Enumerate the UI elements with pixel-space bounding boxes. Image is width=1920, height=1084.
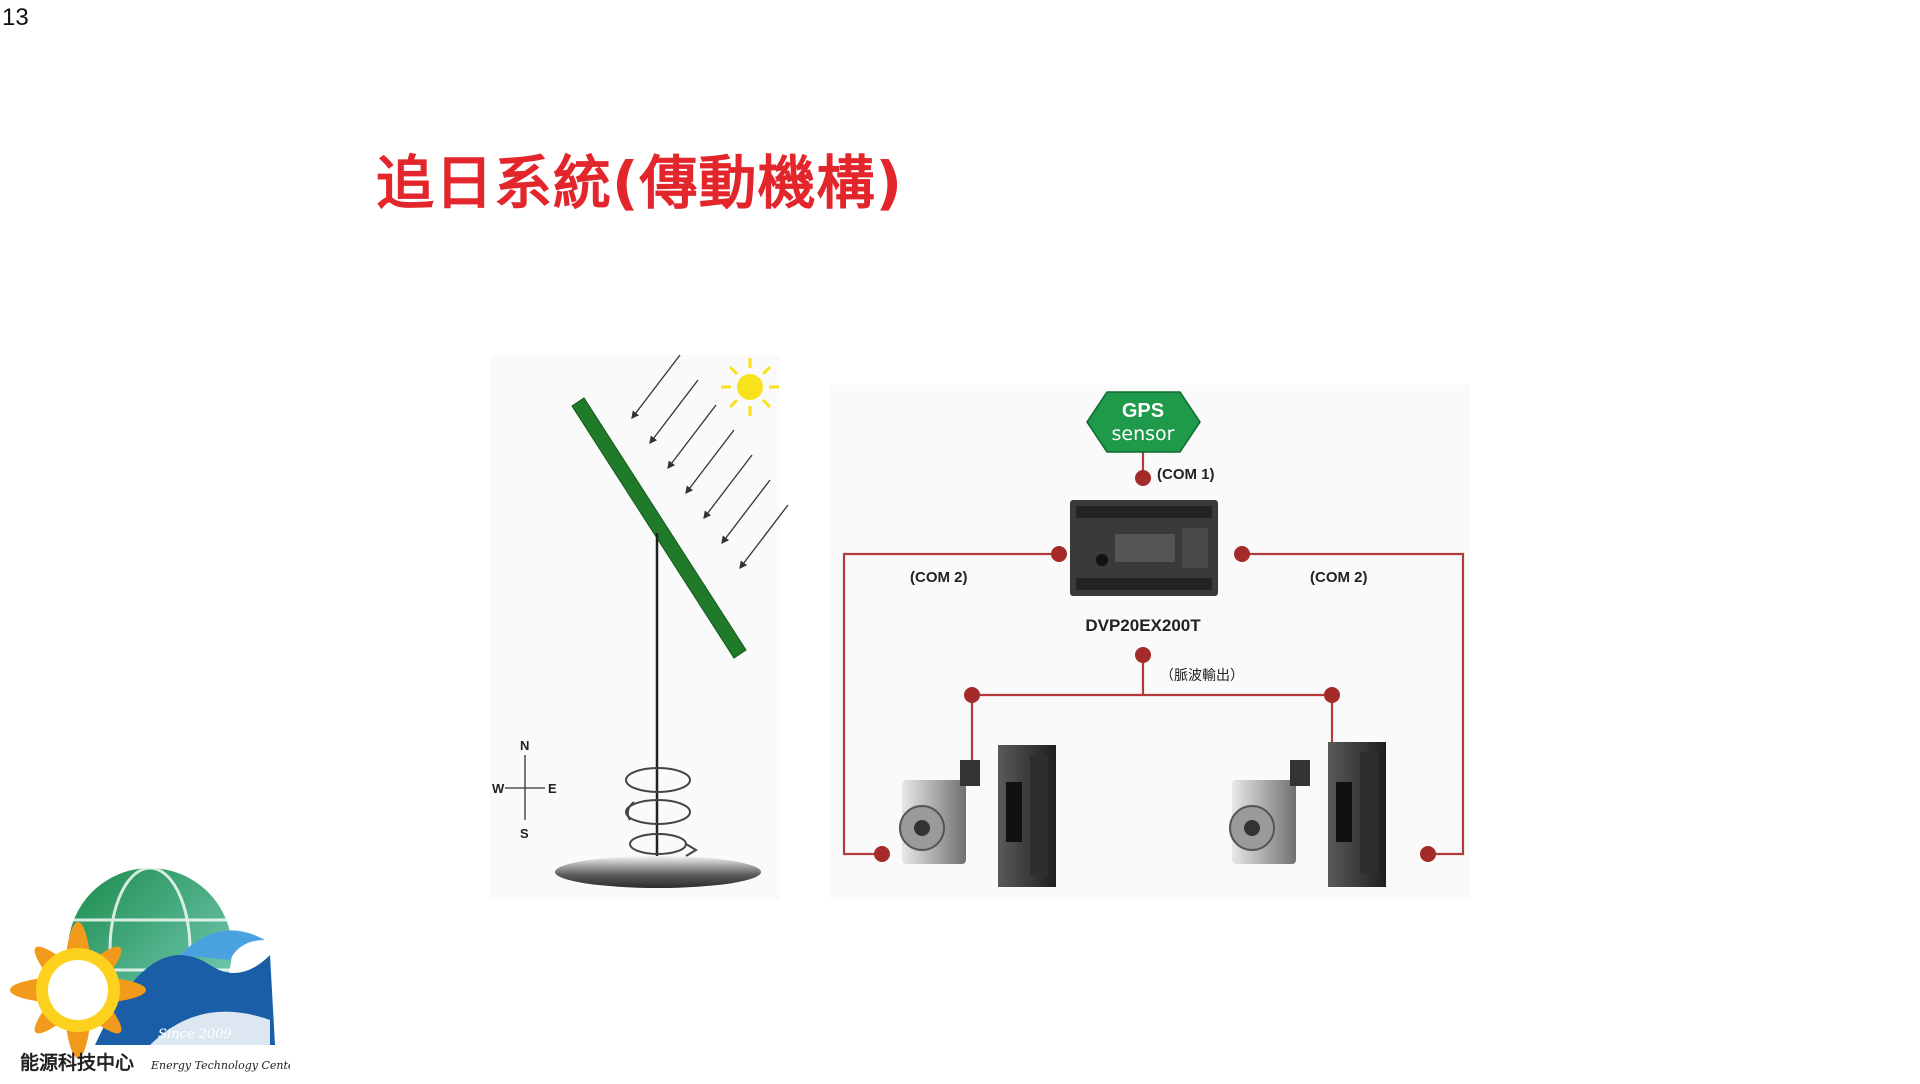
sunflower-icon	[10, 922, 146, 1058]
rotation-arrow-icon	[625, 767, 698, 857]
controller-model: DVP20EX200T	[1085, 616, 1201, 635]
gps-label: GPS	[1122, 400, 1164, 422]
com2-left-label: (COM 2)	[910, 569, 968, 586]
servo-drive-left	[998, 745, 1056, 887]
compass-w: W	[492, 781, 505, 796]
compass-e: E	[548, 781, 557, 796]
servo-motor-right	[1229, 760, 1310, 864]
logo-name-zh: 能源科技中心	[20, 1051, 134, 1074]
compass-s: S	[520, 826, 529, 841]
compass-n: N	[520, 738, 529, 753]
gps-sensor: GPS sensor	[1086, 391, 1201, 453]
sun-icon	[721, 358, 779, 416]
sun-tracker-diagram: N S E W GPS sensor DVP20E	[490, 350, 1470, 900]
slide-number: 13	[2, 4, 29, 31]
com2-right-label: (COM 2)	[1310, 569, 1368, 586]
plc-controller	[1070, 500, 1218, 596]
logo-since: Since 2009	[158, 1027, 232, 1042]
rotating-base	[555, 856, 761, 888]
logo-name-en: Energy Technology Center	[150, 1059, 290, 1072]
wave-icon	[95, 930, 275, 1045]
com1-label: (COM 1)	[1157, 466, 1215, 483]
sun-ray-arrows	[631, 354, 789, 570]
slide-title: 追日系統(傳動機構)	[376, 149, 904, 217]
compass-icon: N S E W	[492, 738, 557, 841]
connection-nodes	[874, 470, 1436, 862]
solar-panel	[571, 397, 747, 659]
wires	[842, 448, 1465, 856]
servo-drive-right	[1328, 742, 1386, 887]
pulse-output-label: （脈波輸出）	[1160, 667, 1244, 683]
energy-center-logo: Since 2009 能源科技中心 Energy Technology Cent…	[0, 845, 300, 1080]
servo-motor-left	[899, 760, 980, 864]
sensor-label: sensor	[1112, 423, 1175, 445]
